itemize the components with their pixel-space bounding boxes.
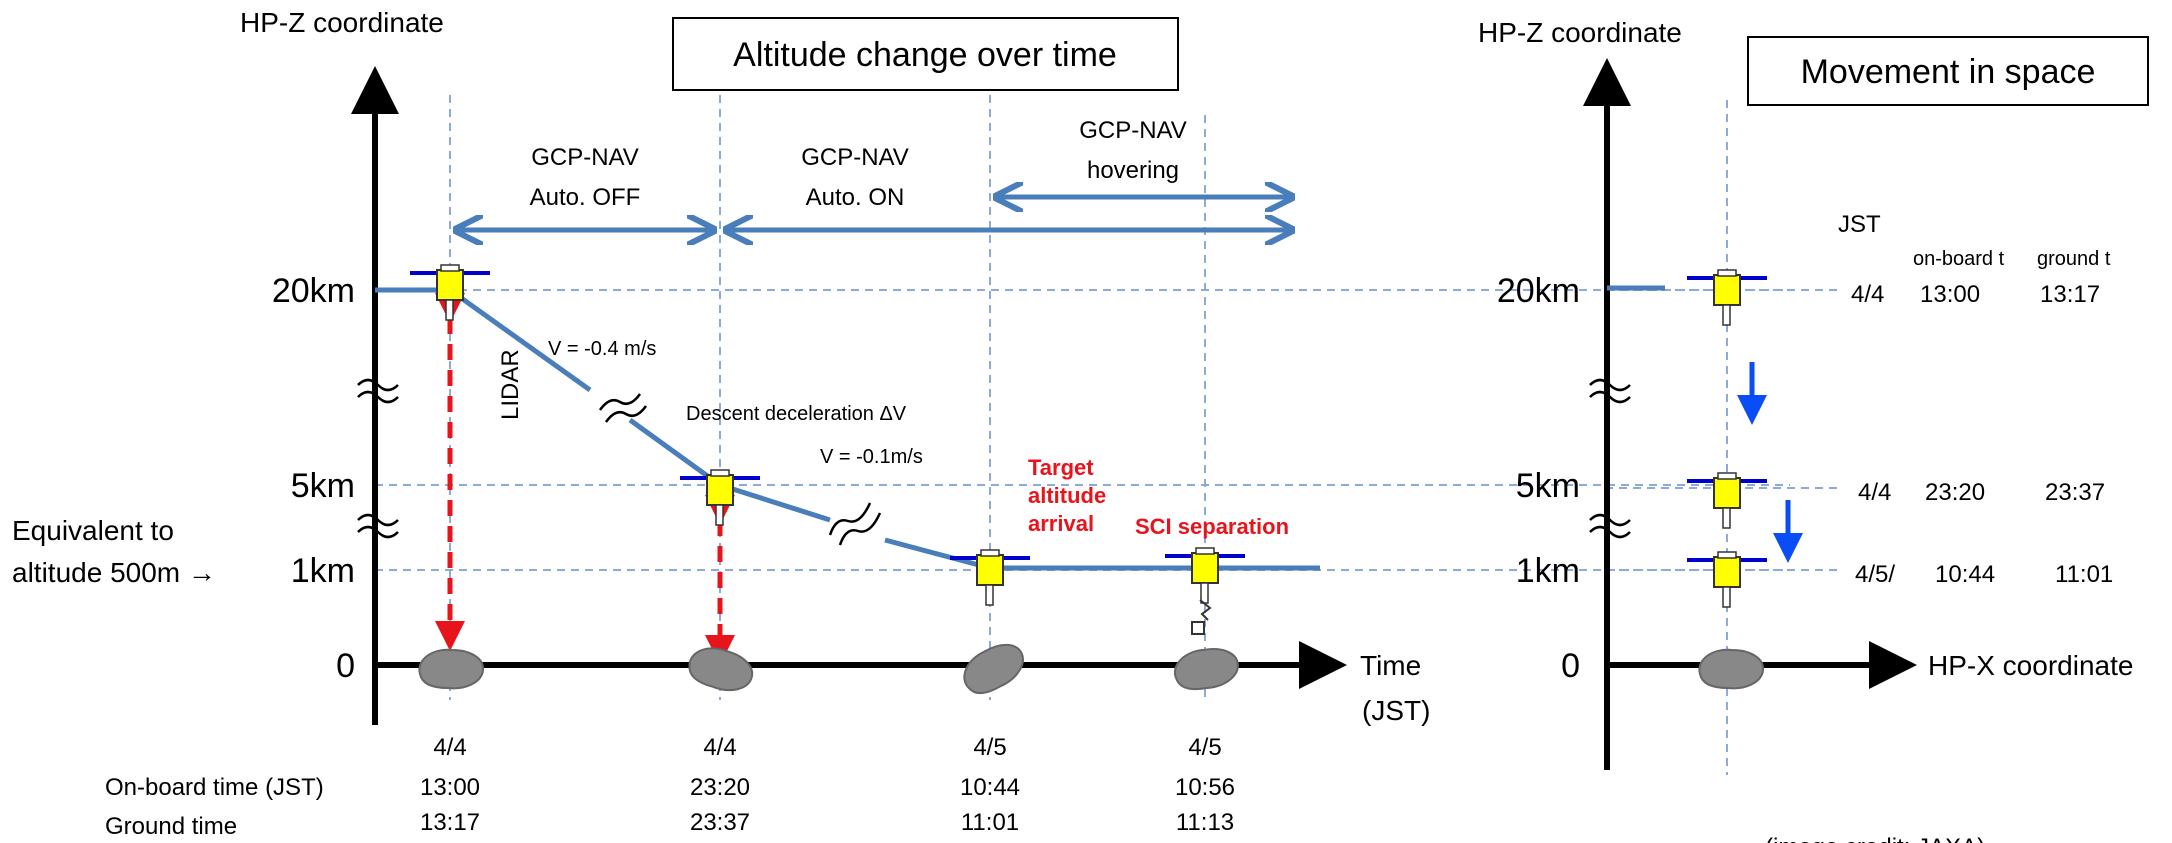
right-rock <box>1698 648 1765 690</box>
asteroid-4 <box>1170 643 1243 695</box>
phase-2-line2: Auto. ON <box>806 184 905 211</box>
time-table: 4/4 4/4 4/5 4/5 On-board time (JST) 13:0… <box>105 734 1235 840</box>
right-axis-break-marks <box>1589 378 1631 539</box>
right-spacecraft-1km <box>1685 550 1769 609</box>
right-row-2-ground: 23:37 <box>2045 479 2105 506</box>
phase-3-line2: hovering <box>1087 157 1179 184</box>
right-ytick-0: 0 <box>1561 647 1580 685</box>
right-ytick-20km: 20km <box>1497 272 1580 310</box>
trajectory-breaks <box>598 393 882 546</box>
y-axis-label: HP-Z coordinate <box>240 7 444 38</box>
right-ytick-5km: 5km <box>1516 467 1580 505</box>
equivalent-line2: altitude 500m → <box>12 557 216 588</box>
phase-1-line2: Auto. OFF <box>530 184 641 211</box>
onboard-header: on-board t <box>1913 248 2005 270</box>
event-4-ground: 11:13 <box>1176 809 1234 836</box>
velocity-2: V = -0.1m/s <box>820 446 923 468</box>
spacecraft-sci-separation <box>1163 546 1247 605</box>
event-4-onboard: 10:56 <box>1175 774 1235 801</box>
ytick-1km: 1km <box>291 552 355 590</box>
spacecraft-5km <box>678 468 762 527</box>
right-row-2-onboard: 23:20 <box>1925 479 1985 506</box>
event-1-date: 4/4 <box>433 734 466 761</box>
left-title: Altitude change over time <box>733 36 1117 74</box>
right-y-axis-label: HP-Z coordinate <box>1478 17 1682 48</box>
right-row-1-date: 4/4 <box>1851 281 1884 308</box>
velocity-1: V = -0.4 m/s <box>548 338 656 360</box>
right-panel: HP-Z coordinate HP-X coordinate Movement… <box>1478 17 2149 843</box>
right-x-axis-label: HP-X coordinate <box>1928 650 2133 681</box>
event-2-ground: 23:37 <box>690 809 750 836</box>
x-axis-label-line1: Time <box>1360 650 1421 681</box>
row-label-onboard: On-board time (JST) <box>105 774 324 801</box>
phase-1-line1: GCP-NAV <box>531 144 639 171</box>
phase-3-line1: GCP-NAV <box>1079 117 1187 144</box>
axis-break-marks <box>357 378 399 539</box>
asteroid-1 <box>418 648 485 690</box>
sci-impactor <box>1191 599 1212 635</box>
target-label-1: Target <box>1028 455 1094 480</box>
asteroid-3 <box>955 634 1032 702</box>
event-3-ground: 11:01 <box>961 809 1019 836</box>
ytick-0: 0 <box>336 647 355 685</box>
phase-2-line1: GCP-NAV <box>801 144 909 171</box>
event-3-onboard: 10:44 <box>960 774 1020 801</box>
ground-header: ground t <box>2037 248 2111 270</box>
right-row-1-ground: 13:17 <box>2040 281 2100 308</box>
right-row-2-date: 4/4 <box>1858 479 1891 506</box>
spacecraft-1km-arrival <box>948 548 1032 607</box>
right-title-box <box>1747 36 2149 106</box>
right-row-3-date: 4/5/ <box>1855 561 1895 588</box>
sci-separation-label: SCI separation <box>1135 514 1289 539</box>
right-ytick-1km: 1km <box>1516 552 1580 590</box>
event-1-onboard: 13:00 <box>420 774 480 801</box>
event-1-ground: 13:17 <box>420 809 480 836</box>
right-title: Movement in space <box>1801 53 2096 91</box>
left-panel: HP-Z coordinate Time (JST) Altitude chan… <box>12 7 1790 840</box>
right-row-1-onboard: 13:00 <box>1920 281 1980 308</box>
right-row-3-ground: 11:01 <box>2055 561 2113 588</box>
image-credit: (image credit: JAXA) <box>1765 834 1985 843</box>
left-title-box <box>672 17 1179 91</box>
target-label-2: altitude <box>1028 483 1106 508</box>
equivalent-line1: Equivalent to <box>12 515 174 546</box>
x-axis-label-line2: (JST) <box>1362 695 1430 726</box>
asteroid-2 <box>684 641 758 698</box>
lidar-label: LIDAR <box>497 349 524 420</box>
event-2-onboard: 23:20 <box>690 774 750 801</box>
descent-deceleration: Descent deceleration ΔV <box>686 403 907 425</box>
right-spacecraft-5km <box>1685 471 1769 530</box>
event-3-date: 4/5 <box>973 734 1006 761</box>
event-4-date: 4/5 <box>1188 734 1221 761</box>
right-row-3-onboard: 10:44 <box>1935 561 1995 588</box>
jst-header: JST <box>1838 211 1881 238</box>
row-label-ground: Ground time <box>105 813 237 840</box>
ytick-20km: 20km <box>272 272 355 310</box>
ytick-5km: 5km <box>291 467 355 505</box>
right-spacecraft-20km <box>1685 268 1769 327</box>
event-2-date: 4/4 <box>703 734 736 761</box>
target-label-3: arrival <box>1028 511 1094 536</box>
